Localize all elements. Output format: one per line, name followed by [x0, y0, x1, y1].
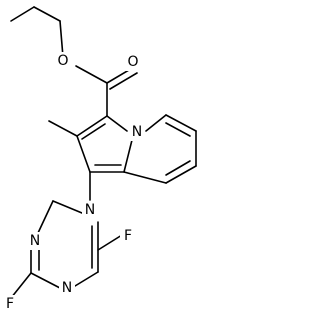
nitrogen-triazine-5-atom: N — [62, 280, 72, 296]
bond-c5-c6-double — [165, 122, 191, 137]
nitrogen-triazine-5-bg — [59, 279, 75, 297]
bond-c7-c8-double — [165, 160, 191, 176]
bond-n-c3 — [106, 115, 128, 132]
bond-c2-c1 — [76, 135, 91, 173]
bond-c4-n5 — [30, 272, 61, 289]
oxygen-ether-bg — [55, 52, 71, 70]
nitrogen-bridge-bg — [129, 123, 145, 141]
bond-c5-c6 — [165, 114, 197, 132]
bond-n5-c6 — [74, 271, 99, 287]
nitrogen-triazine-1-bg — [82, 201, 98, 219]
bond-c2-methyl — [48, 120, 78, 137]
bond-ch2-oether — [59, 20, 64, 58]
bond-o-carbonyl — [75, 65, 108, 84]
structure-canvas: O O N N N N F F — [2, 6, 197, 313]
nitrogen-triazine-1-atom: N — [85, 202, 95, 218]
bond-c3-c2-double — [81, 123, 106, 140]
bond-ntriazine-ch2 — [52, 200, 83, 214]
fluorine-bottom-atom: F — [6, 296, 14, 312]
bond-ch2-n3 — [37, 200, 54, 234]
fluorine-bottom-bg — [2, 295, 18, 313]
fluorine-top-bg — [120, 227, 136, 245]
nitrogen-bridge-atom: N — [132, 124, 142, 140]
fluorine-top-atom: F — [124, 228, 132, 244]
nitrogen-triazine-3-atom: N — [30, 233, 40, 249]
molecule-structure: O O N N N N F F — [2, 6, 197, 313]
bond-c6-f — [97, 234, 123, 251]
bond-c7-c8 — [165, 165, 197, 184]
bond-c4-f — [10, 272, 32, 299]
oxygen-carbonyl-bg — [125, 53, 141, 71]
bond-ch3-ch2 — [10, 6, 35, 22]
oxygen-ether-atom: O — [57, 53, 68, 69]
bond-c8a-n — [123, 139, 133, 173]
oxygen-carbonyl-atom: O — [127, 54, 138, 70]
bond-ch2-o — [33, 6, 61, 22]
bond-n-c5 — [145, 114, 167, 132]
bond-c8-c8a — [123, 171, 167, 184]
bond-carbonyl-o-double-2 — [109, 72, 138, 90]
bond-c3-c2 — [76, 115, 108, 137]
nitrogen-triazine-3-bg — [27, 232, 43, 250]
